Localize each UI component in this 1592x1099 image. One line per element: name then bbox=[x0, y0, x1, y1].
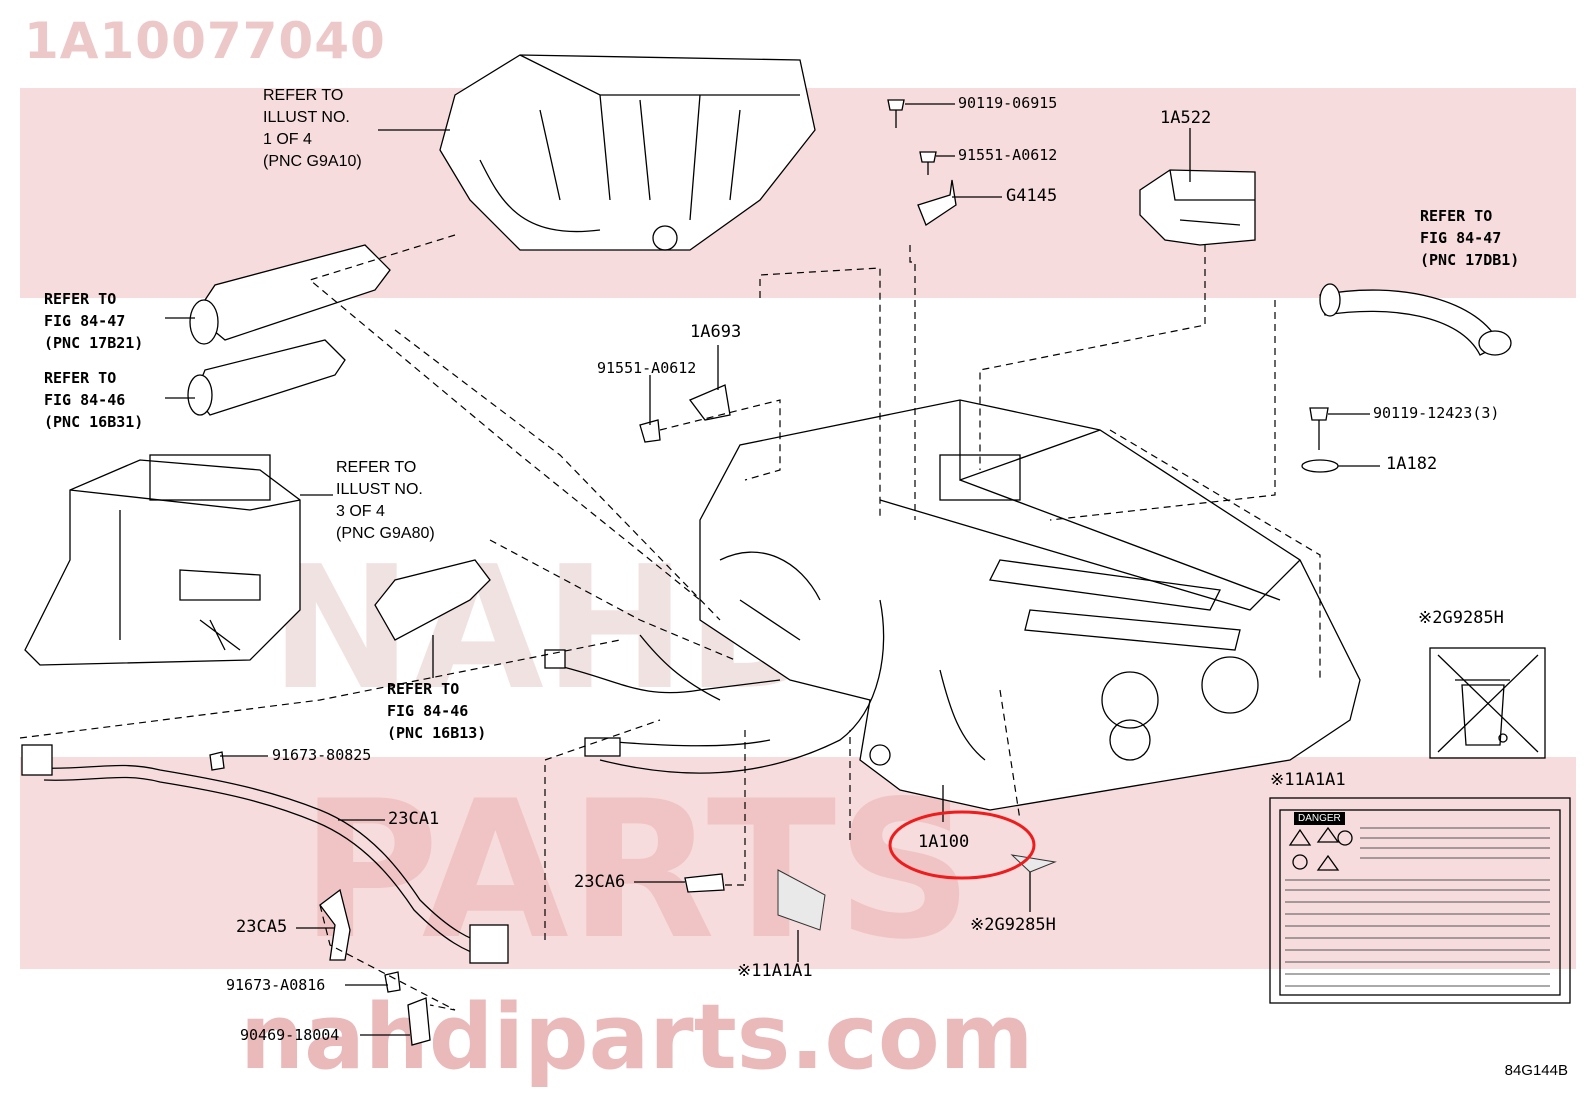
ref-line: 3 OF 4 bbox=[336, 503, 385, 520]
ref-line: ILLUST NO. bbox=[336, 481, 423, 498]
ref-line: REFER TO bbox=[263, 87, 344, 104]
callout-1a1a1-box[interactable]: ※11A1A1 bbox=[1270, 770, 1346, 790]
clip-23ca6 bbox=[684, 873, 725, 893]
highlight-1a100 bbox=[888, 810, 1036, 880]
cable-23ca1 bbox=[21, 744, 509, 964]
callout-90119-12423[interactable]: 90119-12423(3) bbox=[1373, 404, 1500, 422]
ref-line: (PNC G9A80) bbox=[336, 525, 435, 542]
ref-line: REFER TO bbox=[44, 290, 117, 308]
callout-1a522[interactable]: 1A522 bbox=[1160, 108, 1212, 128]
wiring-harness bbox=[544, 599, 986, 774]
callout-1a693[interactable]: 1A693 bbox=[690, 322, 742, 342]
callout-91673-80825[interactable]: 91673-80825 bbox=[272, 746, 372, 764]
top-fasteners bbox=[887, 99, 957, 226]
ref-illust-1: REFER TO ILLUST NO. 1 OF 4 (PNC G9A10) bbox=[263, 85, 362, 173]
ref-fig-16b31: REFER TO FIG 84-46 (PNC 16B31) bbox=[44, 367, 143, 433]
callout-91673-a0816[interactable]: 91673-A0816 bbox=[226, 976, 326, 994]
ref-line: (PNC 17B21) bbox=[44, 334, 144, 352]
hoses-left bbox=[187, 244, 491, 641]
left-inverter-assembly bbox=[24, 454, 301, 666]
callout-1a182[interactable]: 1A182 bbox=[1386, 454, 1438, 474]
watermark-word-parts: PARTS bbox=[300, 760, 974, 981]
part-number-watermark: 1A10077040 bbox=[24, 12, 386, 70]
ref-line: FIG 84-47 bbox=[1420, 229, 1502, 247]
ref-line: ILLUST NO. bbox=[263, 109, 350, 126]
label-1a1a1-shape bbox=[777, 869, 826, 931]
ref-line: (PNC G9A10) bbox=[263, 153, 362, 170]
ref-illust-3: REFER TO ILLUST NO. 3 OF 4 (PNC G9A80) bbox=[336, 457, 435, 545]
right-fasteners bbox=[1301, 407, 1339, 473]
danger-label-box bbox=[1269, 797, 1571, 1004]
ref-line: REFER TO bbox=[387, 680, 460, 698]
ref-line: FIG 84-46 bbox=[387, 702, 469, 720]
power-control-unit bbox=[699, 399, 1361, 811]
callout-23ca1[interactable]: 23CA1 bbox=[388, 809, 440, 829]
ref-line: (PNC 17DB1) bbox=[1420, 251, 1520, 269]
upper-inverter-assembly bbox=[439, 54, 816, 251]
figure-code: 84G144B bbox=[1504, 1062, 1568, 1079]
ref-line: (PNC 16B31) bbox=[44, 413, 144, 431]
label-g9285h-shape bbox=[1010, 854, 1057, 873]
danger-header: DANGER bbox=[1294, 812, 1345, 825]
leader-lines bbox=[165, 103, 1380, 1036]
ref-line: FIG 84-47 bbox=[44, 312, 126, 330]
callout-1a100[interactable]: 1A100 bbox=[918, 832, 970, 852]
ref-line: REFER TO bbox=[336, 459, 417, 476]
ref-fig-16b13: REFER TO FIG 84-46 (PNC 16B13) bbox=[387, 678, 486, 744]
callout-g4145[interactable]: G4145 bbox=[1006, 186, 1058, 206]
hose-right bbox=[1319, 283, 1512, 356]
g9285h-label-box bbox=[1429, 647, 1546, 759]
ref-line: 1 OF 4 bbox=[263, 131, 312, 148]
callout-90469-18004[interactable]: 90469-18004 bbox=[240, 1026, 340, 1044]
callout-g9285h[interactable]: ※2G9285H bbox=[970, 915, 1056, 935]
ref-line: (PNC 16B13) bbox=[387, 724, 487, 742]
callout-g9285h-box[interactable]: ※2G9285H bbox=[1418, 608, 1504, 628]
callout-23ca5[interactable]: 23CA5 bbox=[236, 917, 288, 937]
callout-90119-06915[interactable]: 90119-06915 bbox=[958, 94, 1058, 112]
ref-line: FIG 84-46 bbox=[44, 391, 126, 409]
ref-line: REFER TO bbox=[44, 369, 117, 387]
bracket-1a693 bbox=[639, 384, 731, 443]
guide-lines bbox=[19, 234, 1321, 1011]
relay-1a522 bbox=[1139, 169, 1256, 246]
callout-91551-a0612-top[interactable]: 91551-A0612 bbox=[958, 146, 1058, 164]
ref-line: REFER TO bbox=[1420, 207, 1493, 225]
ref-fig-17b21: REFER TO FIG 84-47 (PNC 17B21) bbox=[44, 288, 143, 354]
callout-1a1a1[interactable]: ※11A1A1 bbox=[737, 961, 813, 981]
watermark-site: nahdiparts.com bbox=[240, 985, 1034, 1090]
ref-fig-17db1: REFER TO FIG 84-47 (PNC 17DB1) bbox=[1420, 205, 1519, 271]
callout-91551-a0612-mid[interactable]: 91551-A0612 bbox=[597, 359, 697, 377]
callout-23ca6[interactable]: 23CA6 bbox=[574, 872, 626, 892]
bracket-23ca5 bbox=[319, 888, 431, 1046]
